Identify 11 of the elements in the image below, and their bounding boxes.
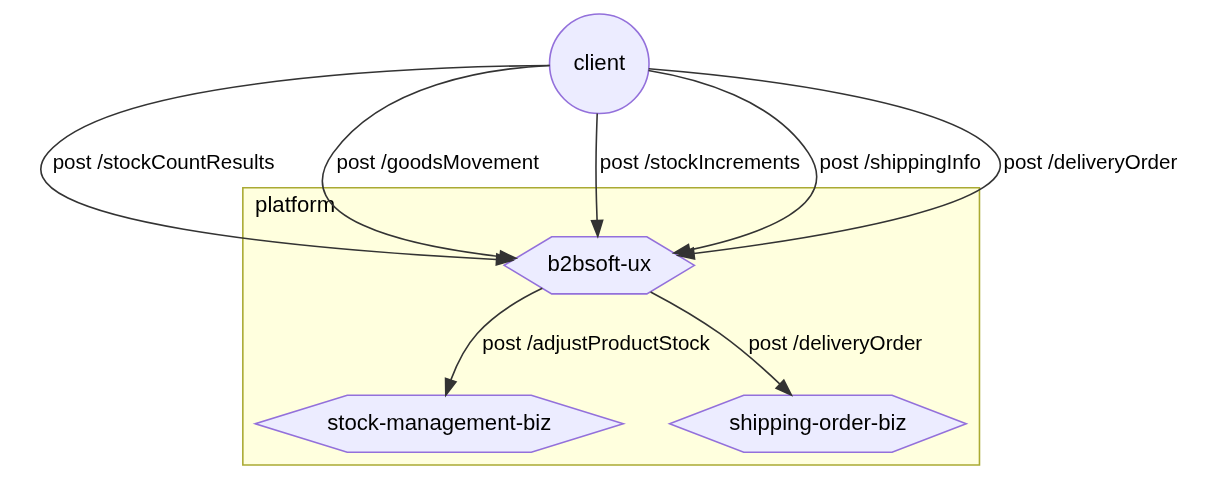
edge-label: post /deliveryOrder <box>747 330 922 354</box>
arrow <box>589 112 604 239</box>
edge-label: post /shippingInfo <box>819 150 981 174</box>
edge-label: post /adjustProductStock <box>481 330 710 354</box>
arrow <box>444 287 543 398</box>
edge-label: post /goodsMovement <box>335 150 539 174</box>
node-circle: client <box>548 13 650 115</box>
edge-label: post /stockIncrements <box>599 150 800 174</box>
edge-label: post /deliveryOrder <box>1002 150 1177 174</box>
edge-label: post /stockCountResults <box>52 150 275 174</box>
arrow <box>649 291 793 397</box>
